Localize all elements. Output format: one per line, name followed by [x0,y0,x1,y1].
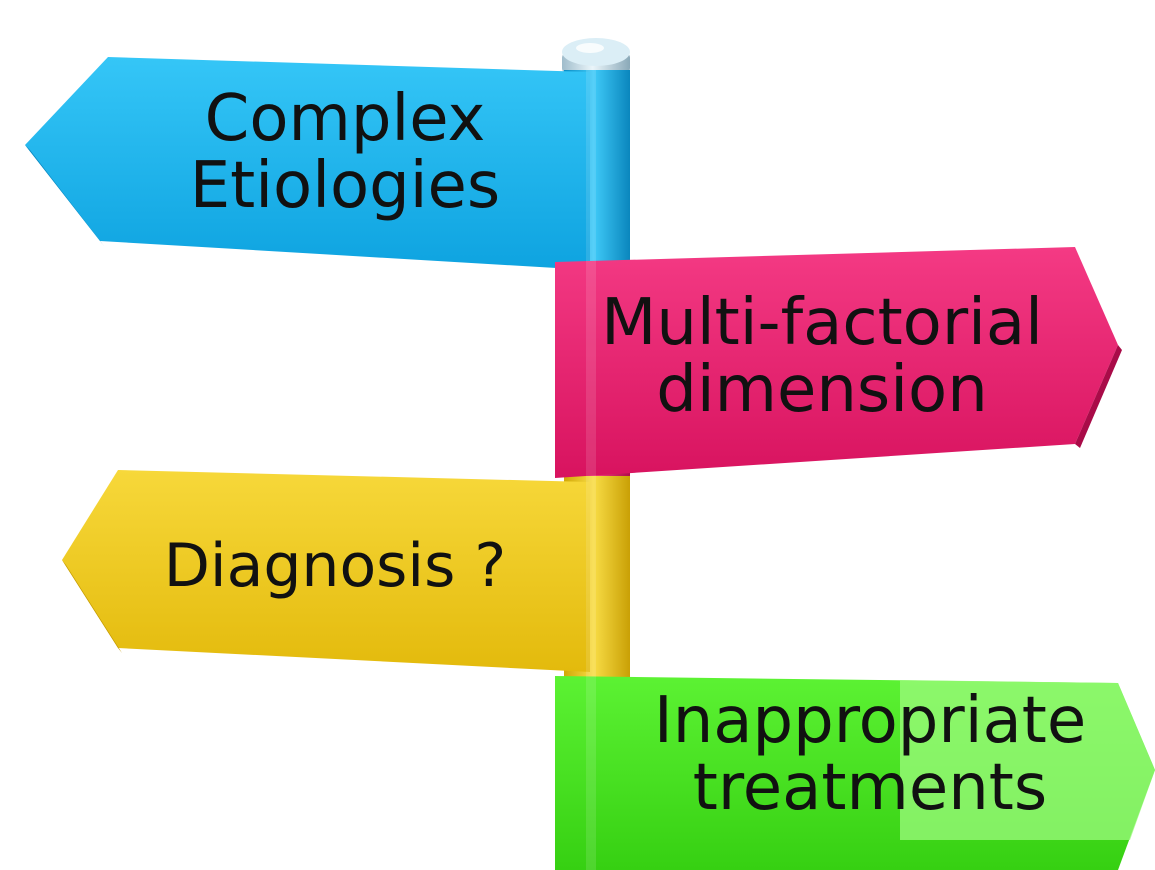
sign-label-complex-etiologies: Complex Etiologies [150,82,540,224]
sign-label-inappropriate-treatments: Inappropriate treatments [600,684,1140,826]
sign-label-line: Inappropriate [653,684,1087,758]
sign-label-multi-factorial-dimension: Multi-factorial dimension [548,286,1096,428]
sign-pink-edge [1075,345,1122,448]
sign-label-line: treatments [692,751,1048,826]
sign-blue-board [25,57,590,270]
sign-yellow-board [62,470,590,672]
sign-green-highlight [900,680,1155,840]
sign-label-line: dimension [656,353,988,428]
sign-label-line: Multi-factorial [601,286,1043,360]
sign-pink-board [555,247,1118,478]
sign-blue-edge [25,145,104,246]
sign-label-diagnosis: Diagnosis ? [100,535,570,598]
sign-label-line: Diagnosis ? [163,531,507,601]
sign-yellow-edge [62,560,122,653]
post-highlight [586,70,596,870]
post-cap [562,38,630,74]
sign-label-line: Etiologies [189,149,501,224]
sign-label-line: Complex [204,82,486,156]
